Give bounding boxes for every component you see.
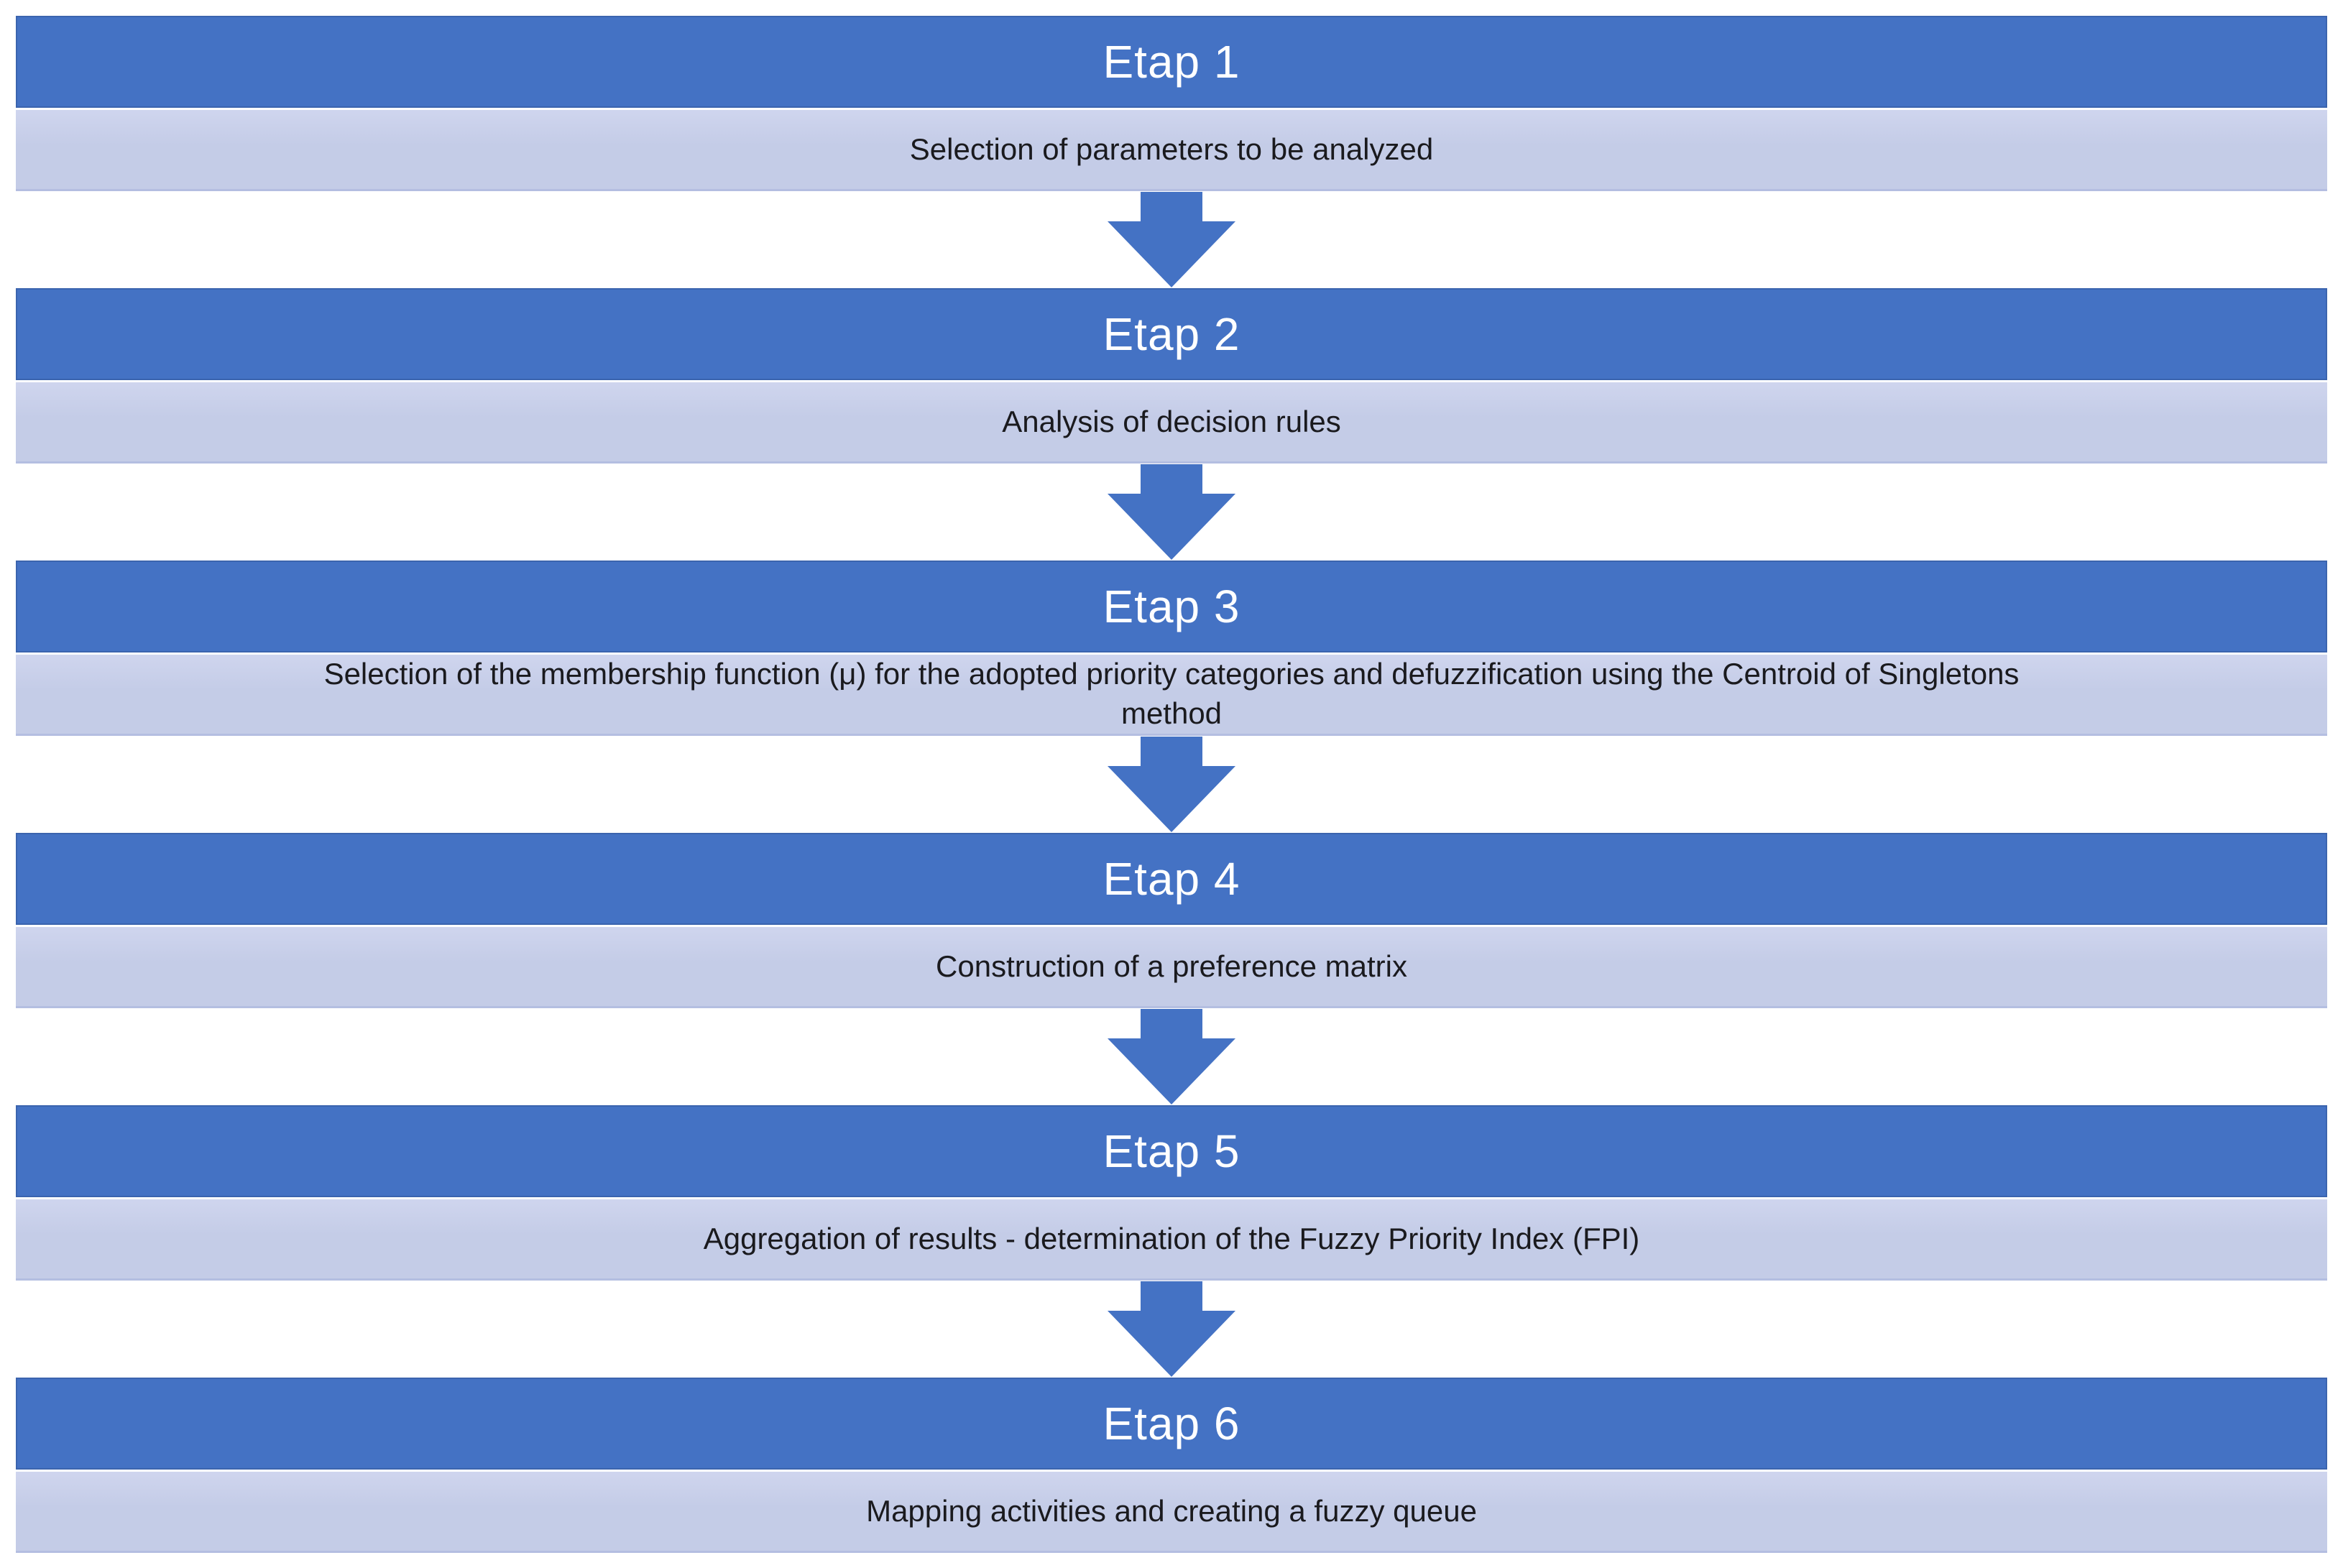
stage-1-description: Selection of parameters to be analyzed bbox=[16, 110, 2327, 191]
stage-3-header: Etap 3 bbox=[16, 561, 2327, 652]
stage-3-description: Selection of the membership function (μ)… bbox=[16, 655, 2327, 736]
stage-2-title: Etap 2 bbox=[1103, 308, 1240, 360]
stage-6-title: Etap 6 bbox=[1103, 1398, 1240, 1449]
down-arrow-icon bbox=[16, 464, 2327, 561]
stage-6-header: Etap 6 bbox=[16, 1378, 2327, 1470]
stage-3-description-text: Selection of the membership function (μ)… bbox=[323, 657, 2020, 730]
stage-4-header: Etap 4 bbox=[16, 833, 2327, 925]
stage-6: Etap 6 Mapping activities and creating a… bbox=[16, 1378, 2327, 1553]
stage-2: Etap 2 Analysis of decision rules bbox=[16, 288, 2327, 464]
down-arrow-icon bbox=[16, 1281, 2327, 1378]
down-arrow-icon bbox=[16, 736, 2327, 833]
stage-1-header: Etap 1 bbox=[16, 16, 2327, 108]
stage-5-description-text: Aggregation of results - determination o… bbox=[703, 1221, 1640, 1255]
stage-1: Etap 1 Selection of parameters to be ana… bbox=[16, 16, 2327, 191]
stage-6-description-text: Mapping activities and creating a fuzzy … bbox=[866, 1493, 1477, 1528]
stage-2-description: Analysis of decision rules bbox=[16, 382, 2327, 464]
stage-2-description-text: Analysis of decision rules bbox=[1002, 404, 1341, 438]
stage-4-description: Construction of a preference matrix bbox=[16, 927, 2327, 1008]
stage-4-description-text: Construction of a preference matrix bbox=[936, 949, 1407, 983]
down-arrow-icon bbox=[16, 1008, 2327, 1105]
stage-5: Etap 5 Aggregation of results - determin… bbox=[16, 1105, 2327, 1281]
stage-1-description-text: Selection of parameters to be analyzed bbox=[909, 132, 1434, 166]
stage-2-header: Etap 2 bbox=[16, 288, 2327, 380]
stage-3: Etap 3 Selection of the membership funct… bbox=[16, 561, 2327, 736]
stage-6-description: Mapping activities and creating a fuzzy … bbox=[16, 1472, 2327, 1553]
stage-5-header: Etap 5 bbox=[16, 1105, 2327, 1197]
stage-4: Etap 4 Construction of a preference matr… bbox=[16, 833, 2327, 1008]
stage-1-title: Etap 1 bbox=[1103, 36, 1240, 88]
stage-4-title: Etap 4 bbox=[1103, 853, 1240, 905]
stage-3-title: Etap 3 bbox=[1103, 581, 1240, 632]
down-arrow-icon bbox=[16, 191, 2327, 288]
stage-5-description: Aggregation of results - determination o… bbox=[16, 1199, 2327, 1281]
stage-5-title: Etap 5 bbox=[1103, 1125, 1240, 1177]
